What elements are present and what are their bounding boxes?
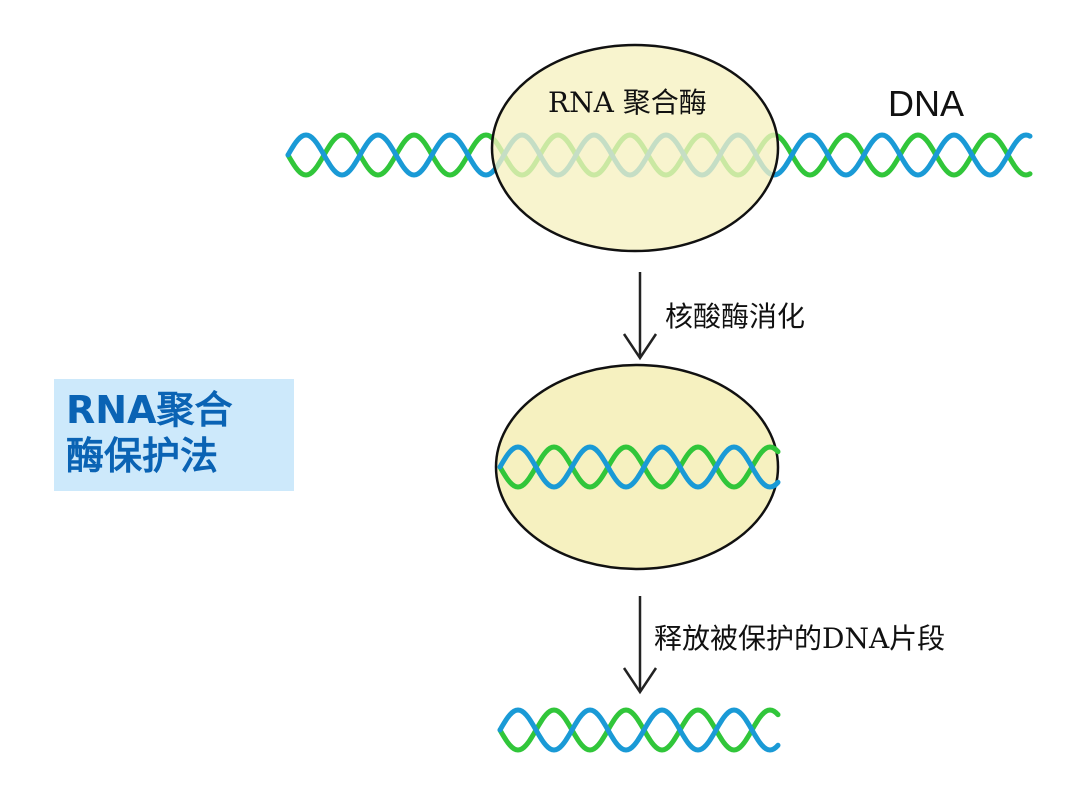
rna-polymerase-ellipse-protected bbox=[494, 363, 780, 571]
rna-polymerase-label: RNA 聚合酶 bbox=[548, 86, 707, 119]
release-fragment-label: 释放被保护的DNA片段 bbox=[654, 622, 945, 655]
dna-strand-blue bbox=[497, 707, 781, 753]
method-title-line-2: 酶保护法 bbox=[66, 434, 219, 478]
rna-polymerase-ellipse bbox=[490, 43, 780, 253]
dna-strand-green bbox=[497, 444, 781, 490]
dna-strand-green bbox=[497, 707, 781, 753]
stage-2-protected-complex bbox=[494, 363, 781, 571]
down-arrow-icon bbox=[622, 596, 658, 695]
stage-3-released-fragment bbox=[497, 707, 781, 753]
method-title-box: RNA聚合 酶保护法 bbox=[54, 379, 294, 491]
down-arrow-icon bbox=[622, 272, 658, 361]
dna-label: DNA bbox=[888, 83, 964, 124]
nuclease-digestion-label: 核酸酶消化 bbox=[665, 300, 805, 333]
method-title-line-1: RNA聚合 bbox=[66, 388, 233, 432]
dna-strand-blue bbox=[497, 444, 781, 490]
stage-1-dna-with-polymerase: RNA 聚合酶 DNA bbox=[285, 43, 1033, 253]
